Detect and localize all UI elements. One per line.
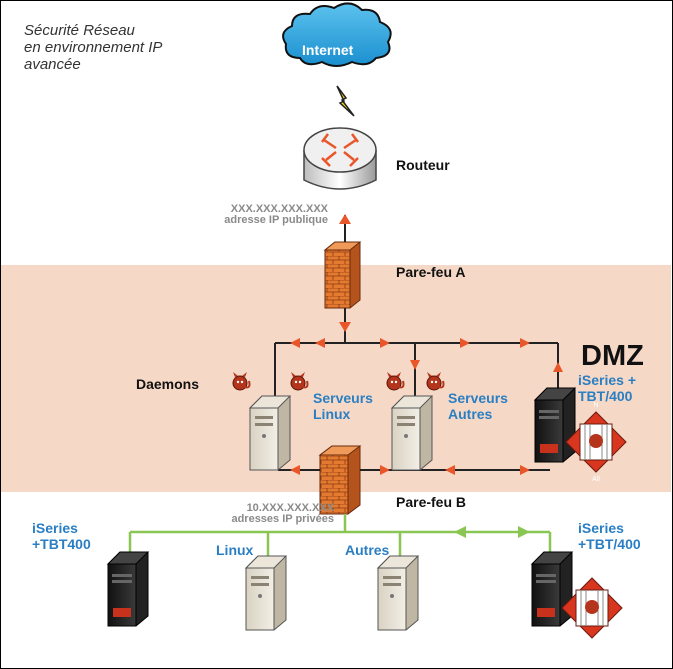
private-ip-label: 10.XXX.XXX.XXX adresses IP privées — [186, 503, 334, 525]
dmz-autres-line2: Autres — [448, 406, 493, 422]
lan-other-server-icon — [377, 555, 419, 631]
dmz-linux-label: Serveurs Linux — [313, 390, 373, 422]
daemon-icon-4 — [426, 371, 445, 391]
lan-iseries-left-label: iSeries +TBT400 — [32, 520, 91, 552]
dmz-iseries-label: iSeries + TBT/400 — [578, 372, 636, 404]
public-ip-address: XXX.XXX.XXX.XXX — [230, 203, 328, 215]
internet-cloud-icon — [282, 2, 392, 67]
lan-iseries-right-line1: iSeries — [578, 520, 624, 536]
svg-text:All: All — [588, 642, 596, 649]
dmz-label: DMZ — [581, 340, 644, 372]
public-ip-label: XXX.XXX.XXX.XXX adresse IP publique — [186, 204, 328, 226]
firewall-a-icon — [323, 241, 362, 309]
dmz-linux-server-icon — [249, 395, 291, 471]
firewall-b-label: Pare-feu B — [396, 494, 467, 510]
router-label: Routeur — [396, 157, 450, 173]
lan-arrows — [454, 526, 530, 538]
dmz-linux-line1: Serveurs — [313, 390, 373, 406]
lan-iseries-right-label: iSeries +TBT/400 — [578, 520, 641, 552]
lan-links — [128, 514, 552, 556]
dmz-iseries-server-icon — [534, 387, 576, 463]
title-line-1: Sécurité Réseau — [24, 22, 135, 39]
dmz-iseries-line1: iSeries + — [578, 372, 636, 388]
private-ip-address: 10.XXX.XXX.XXX — [246, 502, 334, 514]
lan-iseries-left-server-icon — [107, 551, 149, 627]
firewall-b-icon — [318, 445, 362, 515]
dmz-autres-line1: Serveurs — [448, 390, 508, 406]
internet-label: Internet — [302, 42, 354, 58]
dmz-iseries-line2: TBT/400 — [578, 388, 633, 404]
daemon-icon-1 — [232, 371, 251, 391]
svg-text:N: N — [593, 402, 598, 409]
public-ip-caption: adresse IP publique — [224, 214, 328, 226]
lan-iseries-right-line2: +TBT/400 — [578, 536, 641, 552]
lightning-icon — [336, 85, 355, 117]
traffic-arrows — [290, 214, 563, 475]
dmz-autres-label: Serveurs Autres — [448, 390, 508, 422]
dmz-linux-line2: Linux — [313, 406, 351, 422]
title-line-2: en environnement IP — [24, 39, 163, 56]
daemon-icon-2 — [290, 371, 309, 391]
lan-iseries-left-line1: iSeries — [32, 520, 78, 536]
lan-autres-label: Autres — [345, 542, 390, 558]
lan-linux-server-icon — [245, 555, 287, 631]
lan-iseries-right-server-icon — [531, 551, 573, 627]
title-line-3: avancée — [24, 56, 81, 73]
daemons-label: Daemons — [136, 376, 200, 392]
svg-text:All: All — [592, 476, 600, 483]
private-ip-caption: adresses IP privées — [231, 513, 334, 525]
lan-iseries-left-line2: +TBT400 — [32, 536, 91, 552]
dmz-other-server-icon — [391, 395, 433, 471]
svg-text:N: N — [589, 568, 594, 575]
firewall-a-label: Pare-feu A — [396, 264, 466, 280]
router-icon — [303, 127, 377, 190]
lan-linux-label: Linux — [216, 542, 254, 558]
daemon-icon-3 — [386, 371, 405, 391]
diagram-title: Sécurité Réseau en environnement IP avan… — [24, 22, 162, 73]
